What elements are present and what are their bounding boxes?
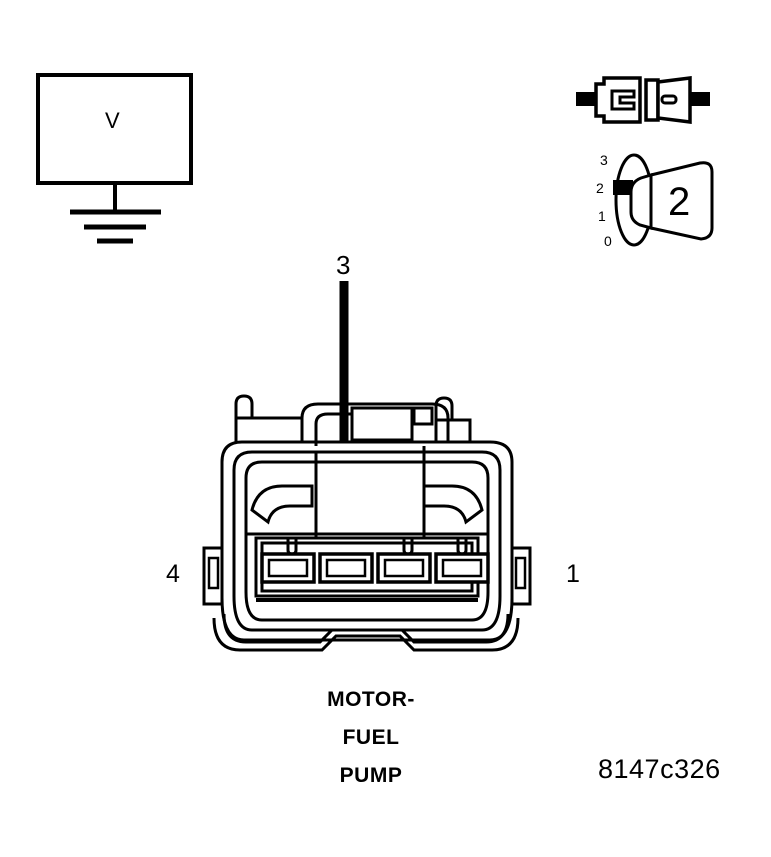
connector-pin-label-left: 4 — [166, 560, 180, 588]
chassis-ground-icon — [70, 209, 161, 244]
housing-rear-notch — [412, 406, 434, 426]
housing-skirt-mid — [222, 613, 510, 644]
probe-connector-assembly — [576, 76, 710, 124]
terminal-cavity-2 — [376, 552, 432, 584]
caption-line-1: MOTOR- — [327, 688, 415, 711]
dial-tick-2: 2 — [596, 180, 604, 196]
housing-rear-arch-inner — [314, 412, 352, 446]
housing-rear-arch — [300, 402, 450, 442]
dial-knob-keyway — [629, 172, 653, 230]
voltmeter-symbol — [36, 73, 193, 244]
dial-face-label: 2 — [668, 180, 691, 224]
dial-tick-3: 3 — [600, 152, 608, 168]
dial-tick-0: 0 — [604, 233, 612, 249]
arrow-pin-label: 3 — [336, 250, 351, 280]
locking-ear-right-slot — [514, 556, 527, 590]
barrel-slot-detail — [660, 94, 678, 105]
retainer-clip-a — [286, 538, 298, 556]
retainer-clip-c — [456, 538, 468, 556]
retainer-clip-b — [402, 538, 414, 556]
figure-id-label: 8147c326 — [598, 754, 721, 784]
barrel-collar — [644, 78, 660, 122]
rotary-dial-assembly — [613, 153, 714, 247]
left-wire-lead — [576, 92, 596, 106]
connector-caption: MOTOR- FUEL PUMP — [281, 688, 461, 788]
connector-pin-label-right: 1 — [566, 560, 580, 588]
housing-rear-tab-left — [234, 394, 254, 418]
blade-tongue-detail — [610, 89, 636, 111]
voltmeter-symbol-label: V — [105, 108, 120, 133]
dial-tick-1: 1 — [598, 208, 606, 224]
voltmeter-body — [36, 73, 193, 185]
housing-skirt-outer — [212, 617, 520, 652]
dial-knob-body — [649, 161, 714, 241]
connector-housing — [202, 394, 532, 652]
terminal-cavity-1 — [434, 552, 490, 584]
dial-selected-marker — [613, 180, 633, 195]
terminal-cavity-4 — [260, 552, 316, 584]
housing-rib-left — [250, 484, 314, 525]
housing-rear-window — [350, 406, 414, 442]
terminal-cavity-3 — [318, 552, 374, 584]
locking-ear-left-slot — [207, 556, 220, 590]
right-wire-lead — [690, 92, 710, 106]
caption-line-2: FUEL — [342, 726, 400, 749]
caption-line-3: PUMP — [339, 764, 403, 787]
